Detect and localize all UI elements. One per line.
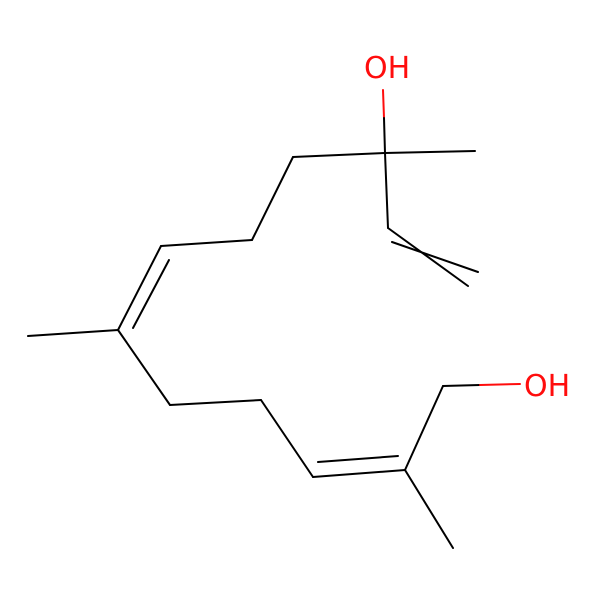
bond-quaternary-to-ch2 bbox=[292, 152, 386, 158]
bond-lower-to-ch2oh bbox=[404, 385, 444, 471]
bond-lower-methyl bbox=[404, 469, 454, 549]
bond-lower-double-a bbox=[312, 469, 406, 478]
bond-ch2-ch2-upper bbox=[251, 156, 294, 241]
hydroxyl-right-label: OH bbox=[524, 369, 570, 404]
bond-alkene-to-ch2-lower bbox=[117, 329, 171, 406]
bond-ch2-to-lower-alkene bbox=[260, 399, 314, 478]
bond-central-methyl bbox=[27, 329, 119, 337]
bond-central-double-a bbox=[117, 245, 162, 331]
bond-oh-top-carbon-half bbox=[383, 117, 386, 154]
hydroxyl-top-label: OH bbox=[364, 51, 410, 86]
bond-ch2oh-oxygen-half bbox=[479, 383, 521, 386]
bond-vinyl-double-a bbox=[387, 227, 469, 287]
bond-vinyl-double-b bbox=[391, 241, 479, 273]
bond-quaternary-to-methyl bbox=[384, 150, 476, 154]
bond-quaternary-to-vinyl bbox=[384, 152, 389, 229]
bond-ch2-to-alkene bbox=[160, 239, 253, 247]
bond-lower-double-b bbox=[317, 455, 399, 463]
bond-ch2oh-carbon-half bbox=[442, 384, 481, 387]
bond-ch2-ch2-lower bbox=[169, 399, 262, 406]
bond-oh-top-oxygen-half bbox=[382, 89, 385, 119]
bond-central-double-b bbox=[132, 259, 170, 329]
